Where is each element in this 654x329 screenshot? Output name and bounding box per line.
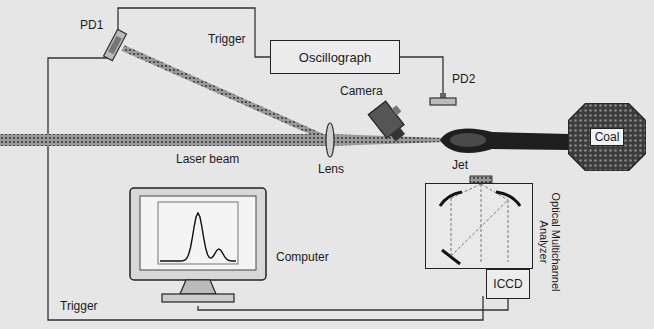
instrument-box: ICCD: [486, 269, 530, 299]
plasma-jet: [440, 128, 570, 152]
part-label: Laser beam: [176, 152, 239, 166]
part-label: PD1: [80, 18, 103, 32]
lens-symbol: [326, 123, 334, 157]
node-label: ICCD: [493, 277, 522, 291]
computer-monitor: Computer: [128, 186, 268, 306]
trigger-wires: [48, 8, 483, 320]
signal-cable: [198, 299, 508, 310]
coal-sample: Coal: [568, 103, 646, 171]
part-label: Trigger: [60, 299, 98, 313]
spectrometer-optics: [426, 184, 531, 267]
analyzer-box: Optical Multichannel Analyzer: [425, 183, 533, 269]
node-label: Coal: [590, 128, 625, 146]
part-label: Trigger: [208, 32, 246, 46]
photodiode-pd2: [430, 93, 456, 105]
instrument-box: Oscillograph: [270, 40, 400, 74]
node-label: Optical Multichannel Analyzer: [538, 182, 562, 302]
part-label: PD2: [452, 72, 475, 86]
part-label: Lens: [318, 162, 344, 176]
laser-beam: [0, 134, 330, 146]
entrance-slit: [470, 176, 492, 183]
part-label: Camera: [340, 84, 383, 98]
photodiode-pd1: [104, 29, 127, 60]
plasma-core: [450, 133, 486, 147]
node-label: Computer: [276, 250, 329, 264]
camera-symbol: [368, 97, 413, 144]
monitor-illustration: [128, 186, 268, 306]
node-label: Oscillograph: [299, 50, 371, 65]
part-label: Jet: [452, 158, 468, 172]
